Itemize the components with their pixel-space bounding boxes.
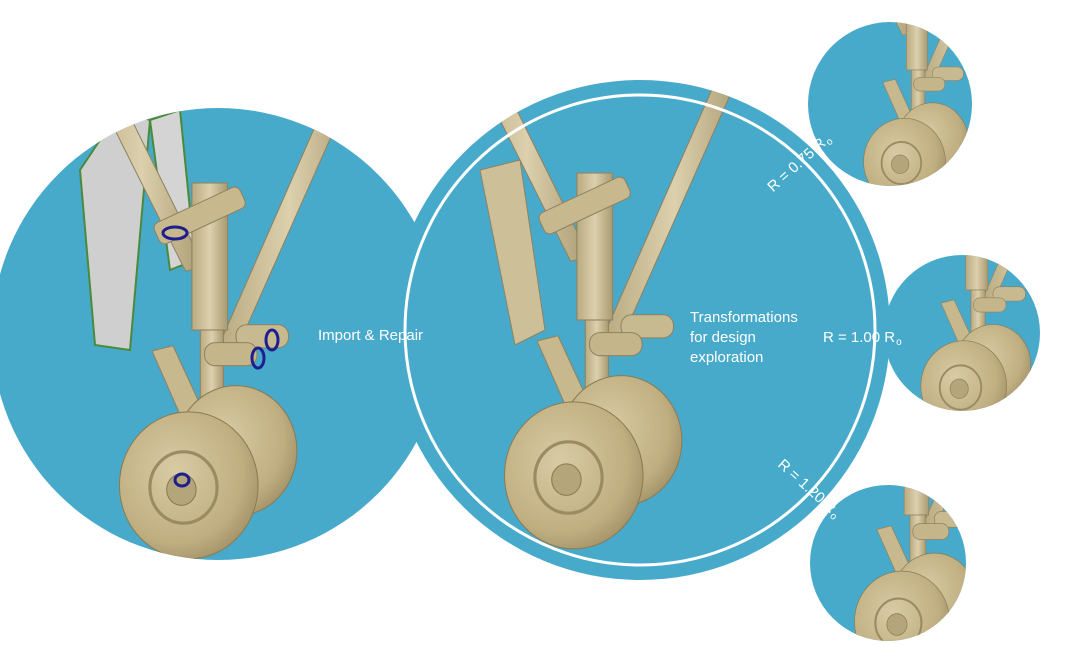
transformations-label: Transformations for design exploration	[690, 308, 810, 368]
transform-line-3: exploration	[690, 348, 810, 368]
radius-100-text: R = 1.00 R	[823, 329, 895, 346]
radius-subscript: o	[896, 337, 902, 348]
radius-100-label: R = 1.00 Ro	[823, 328, 902, 353]
transform-line-2: for design	[690, 328, 810, 348]
import-repair-label: Import & Repair	[318, 326, 423, 346]
transform-line-1: Transformations	[690, 308, 810, 328]
import-repair-panel	[0, 55, 444, 560]
variant-075-panel	[808, 0, 1006, 205]
